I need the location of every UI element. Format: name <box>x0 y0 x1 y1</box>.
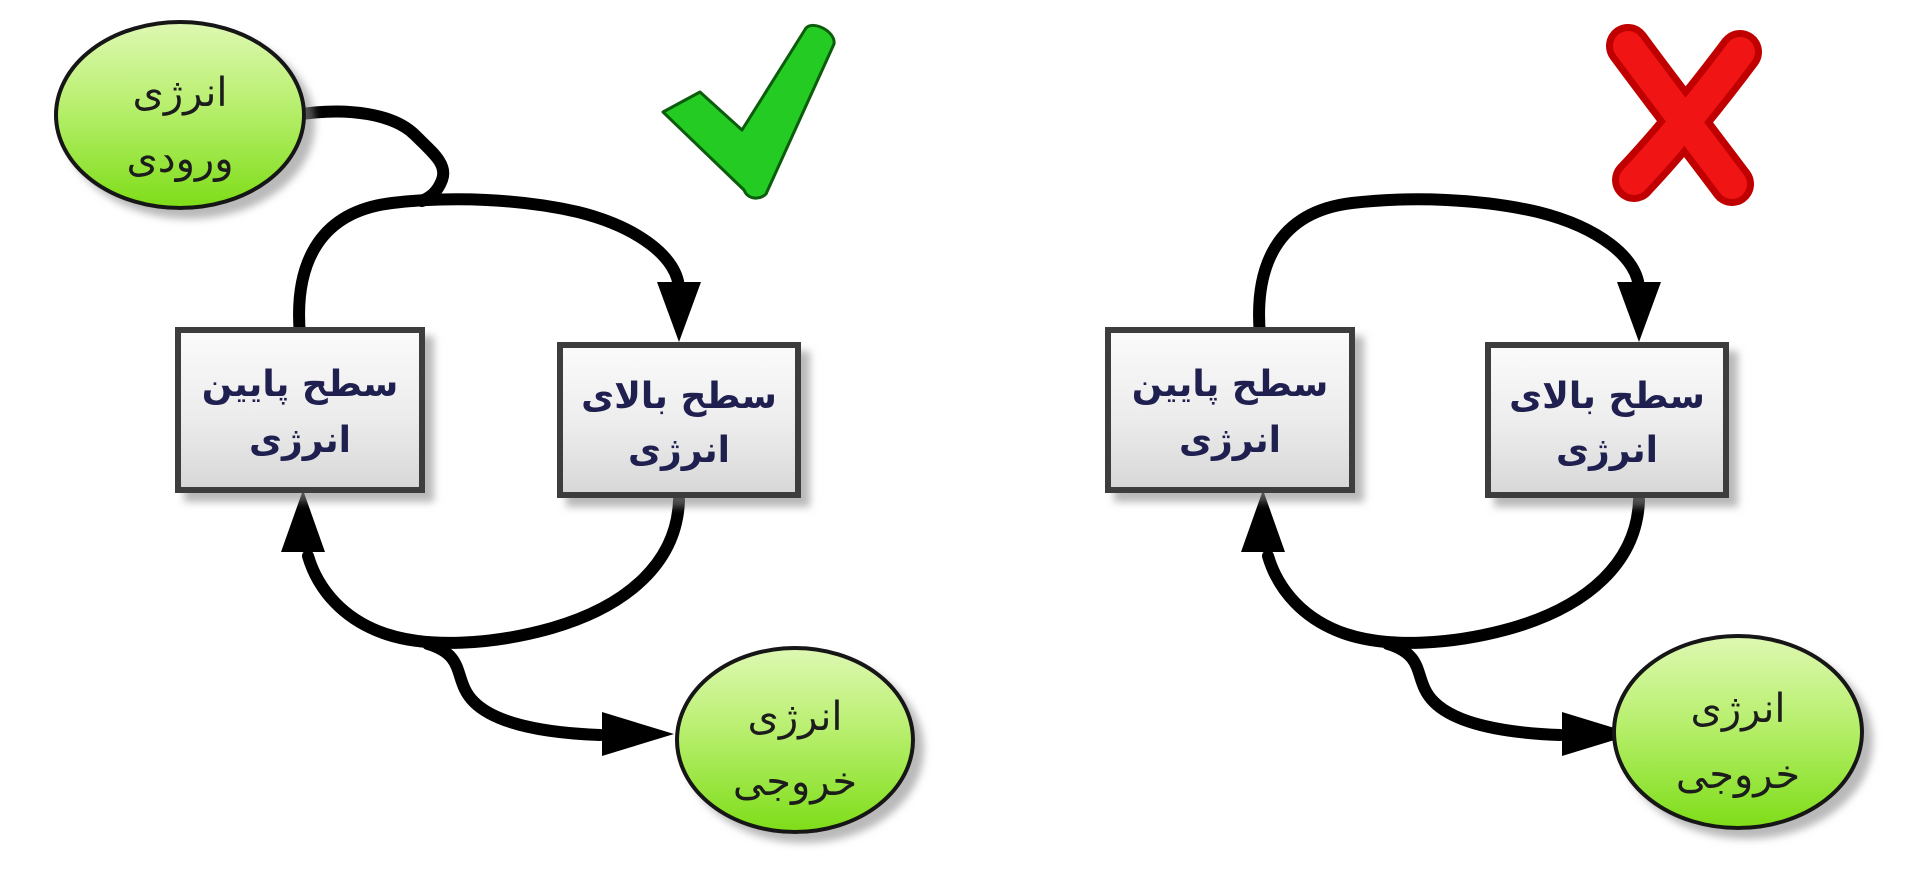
high-energy-level-label-line2: انرژی <box>1556 430 1658 471</box>
output-energy-label-line2: خروجی <box>1676 752 1800 798</box>
input-energy-node <box>54 20 306 210</box>
cycle-top-arc <box>1253 193 1645 341</box>
high-energy-level-label-line2: انرژی <box>628 430 730 471</box>
arrowhead-into-output <box>602 712 674 756</box>
low-energy-level-label-line2: انرژی <box>1179 420 1281 461</box>
cycle-bottom-arc <box>1262 494 1645 649</box>
output-energy-label-line1: انرژی <box>748 694 843 740</box>
high-energy-level-box <box>1485 342 1729 498</box>
low-energy-level-label-line2: انرژی <box>249 420 351 461</box>
low-energy-level-box <box>1105 327 1355 493</box>
output-energy-label-line2: خروجی <box>733 759 857 805</box>
output-energy-label-line1: انرژی <box>1691 686 1786 732</box>
low-energy-level-box <box>175 327 425 493</box>
high-energy-level-box <box>557 342 801 498</box>
arrowhead-into-high-box <box>657 282 701 342</box>
output-energy-node <box>675 646 915 834</box>
cross-icon <box>1606 24 1762 206</box>
arrowhead-into-low-box <box>1241 490 1285 552</box>
high-energy-level-label-line1: سطح بالای <box>1509 376 1705 417</box>
cycle-bottom-arc <box>302 494 685 649</box>
high-energy-level-label-line1: سطح بالای <box>581 376 777 417</box>
low-energy-level-label-line1: سطح پایین <box>202 364 399 405</box>
panel-incorrect: سطح پایین انرژی سطح بالای انرژی انرژی خر… <box>1105 24 1864 830</box>
arrowhead-into-high-box <box>1617 282 1661 342</box>
panel-correct: سطح پایین انرژی سطح بالای انرژی انرژی ور… <box>54 20 915 834</box>
output-connector <box>1382 638 1566 741</box>
arrowhead-into-output <box>1562 712 1634 756</box>
arrowhead-into-low-box <box>281 490 325 552</box>
input-connector <box>289 105 450 207</box>
input-energy-label-line2: ورودی <box>126 136 233 182</box>
cycle-top-arc <box>293 193 685 341</box>
low-energy-level-label-line1: سطح پایین <box>1132 364 1329 405</box>
output-energy-node <box>1612 634 1864 830</box>
check-icon <box>661 23 836 200</box>
input-energy-label-line1: انرژی <box>133 70 228 116</box>
output-connector <box>422 638 606 741</box>
